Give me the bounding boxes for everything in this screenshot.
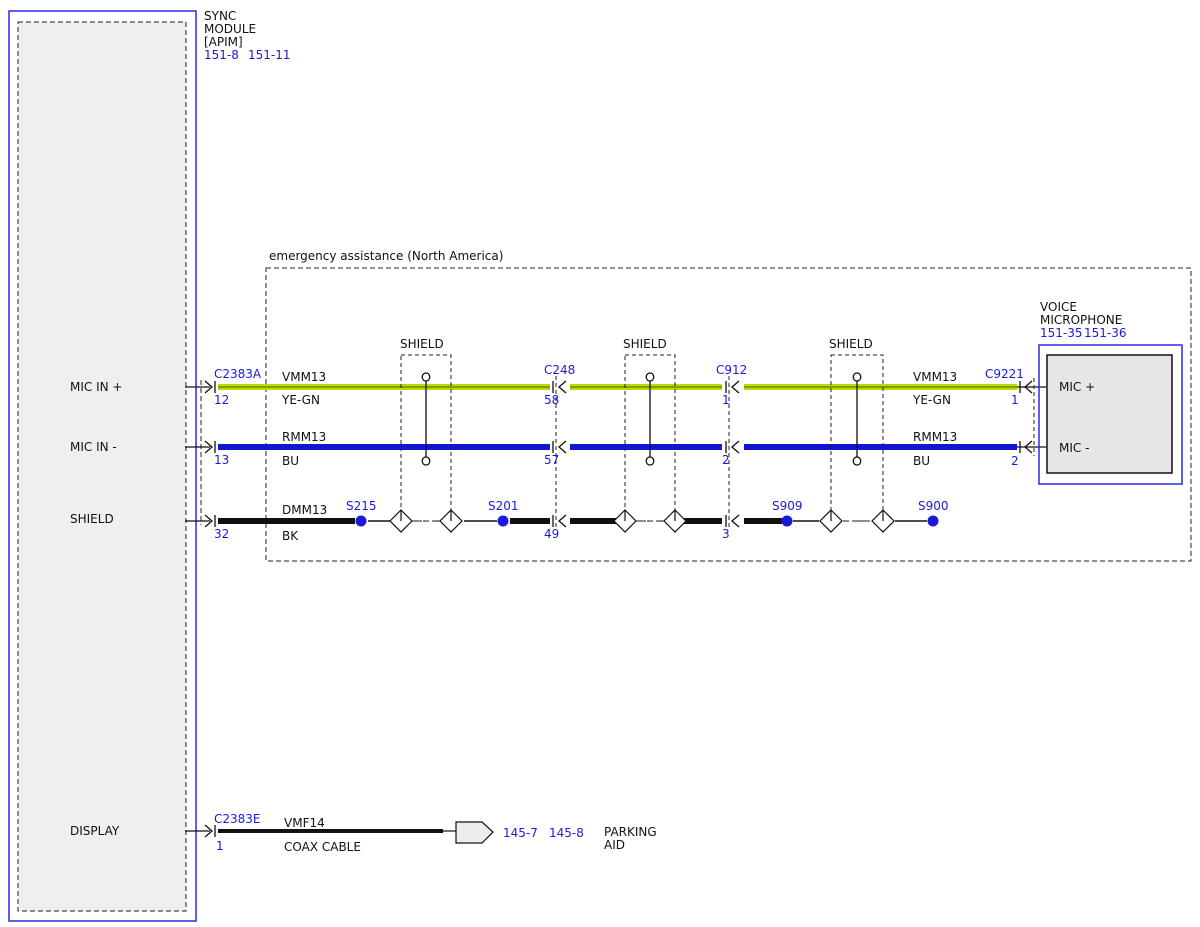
connector-c2383a-name: C2383A xyxy=(214,367,262,381)
mic-pin-label-pos: MIC + xyxy=(1059,380,1095,394)
connector-c2383a-pin-13: 13 xyxy=(214,453,229,467)
wire-label-dmm13-color: BK xyxy=(282,529,299,543)
splice-s215-dot xyxy=(355,515,367,527)
connector-c248-pin-58: 58 xyxy=(544,393,559,407)
shield-drain-terminals xyxy=(389,509,895,533)
pin-label-mic-in-pos: MIC IN + xyxy=(70,380,122,394)
voice-microphone-ref-1[interactable]: 151-35 xyxy=(1040,326,1083,340)
shield-2[interactable]: SHIELD xyxy=(623,337,676,522)
wire-label-rmm13-color: BU xyxy=(282,454,299,468)
splice-s900-label: S900 xyxy=(918,499,949,513)
splice-s201-dot xyxy=(497,515,509,527)
option-box: emergency assistance (North America) xyxy=(265,249,1192,562)
shield-1-label: SHIELD xyxy=(400,337,444,351)
connector-c2383e-name: C2383E xyxy=(214,812,261,826)
connector-c248-name: C248 xyxy=(544,363,575,377)
connector-c9221-arrows xyxy=(1019,380,1033,454)
connector-c2383a-pin-32: 32 xyxy=(214,527,229,541)
wire-label-vmf14-circuit: VMF14 xyxy=(284,816,325,830)
splice-s201-label: S201 xyxy=(488,499,519,513)
splice-s201[interactable]: S201 xyxy=(488,499,519,527)
connector-c2383e-pin-1: 1 xyxy=(216,839,224,853)
wire-label-vmm13-circuit-right: VMM13 xyxy=(913,370,957,384)
mic-pin-label-neg: MIC - xyxy=(1059,441,1089,455)
shield-1[interactable]: SHIELD xyxy=(400,337,452,522)
sync-module-ref-2[interactable]: 151-11 xyxy=(248,48,291,62)
connector-c2383a[interactable]: C2383A 12 13 32 xyxy=(214,367,262,541)
parking-aid-ref-1[interactable]: 145-7 xyxy=(503,826,538,840)
connector-c9221[interactable]: C9221 1 2 xyxy=(985,367,1024,468)
splice-s900-dot xyxy=(927,515,939,527)
shield-3[interactable]: SHIELD xyxy=(829,337,884,522)
connector-c248-pin-49: 49 xyxy=(544,527,559,541)
sync-module-title-line-2: MODULE xyxy=(204,22,256,36)
parking-aid-label-line-2: AID xyxy=(604,838,625,852)
wire-label-dmm13-circuit: DMM13 xyxy=(282,503,327,517)
connector-c2383a-pin-12: 12 xyxy=(214,393,229,407)
splice-s215[interactable]: S215 xyxy=(346,499,377,527)
pin-label-mic-in-neg: MIC IN - xyxy=(70,440,117,454)
shield-2-label: SHIELD xyxy=(623,337,667,351)
connector-c248-arrows xyxy=(552,380,567,528)
connector-c912-arrows xyxy=(725,380,740,528)
splice-s909-dot xyxy=(781,515,793,527)
wire-vmf14[interactable] xyxy=(185,829,456,833)
shield-3-label: SHIELD xyxy=(829,337,873,351)
connector-c2383e[interactable]: C2383E 1 xyxy=(214,812,261,853)
wire-vmm13[interactable] xyxy=(185,384,1046,390)
connector-dashed-housings xyxy=(555,376,1035,530)
voice-microphone-title-line-1: VOICE xyxy=(1040,300,1077,314)
connector-c2383e-arrow xyxy=(204,824,216,838)
sync-module: SYNC MODULE [APIM] 151-8 151-11 MIC IN +… xyxy=(8,9,291,922)
sync-module-ref-1[interactable]: 151-8 xyxy=(204,48,239,62)
parking-aid-label-line-1: PARKING xyxy=(604,825,657,839)
wire-label-rmm13-circuit-right: RMM13 xyxy=(913,430,957,444)
connector-c248-pin-57: 57 xyxy=(544,453,559,467)
sync-module-title-line-1: SYNC xyxy=(204,9,236,23)
pin-label-shield: SHIELD xyxy=(70,512,114,526)
pin-label-display: DISPLAY xyxy=(70,824,120,838)
option-box-label: emergency assistance (North America) xyxy=(269,249,503,263)
wire-dmm13[interactable] xyxy=(185,518,927,524)
voice-microphone-ref-2[interactable]: 151-36 xyxy=(1084,326,1127,340)
voice-microphone: VOICE MICROPHONE 151-35 151-36 MIC + MIC… xyxy=(1038,300,1183,485)
splice-s909-label: S909 xyxy=(772,499,803,513)
connector-c9221-name: C9221 xyxy=(985,367,1024,381)
wire-label-vmm13-circuit: VMM13 xyxy=(282,370,326,384)
wire-label-rmm13-color-right: BU xyxy=(913,454,930,468)
parking-aid-ref-2[interactable]: 145-8 xyxy=(549,826,584,840)
connector-c912-pin-2: 2 xyxy=(722,453,730,467)
sync-module-title-line-3: [APIM] xyxy=(204,35,243,49)
connector-c2383a-arrows xyxy=(204,380,216,528)
wire-label-vmf14-color: COAX CABLE xyxy=(284,840,361,854)
connector-c9221-pin-1: 1 xyxy=(1011,393,1019,407)
wire-label-vmm13-color: YE-GN xyxy=(281,393,320,407)
splice-s909[interactable]: S909 xyxy=(772,499,803,527)
splice-s215-label: S215 xyxy=(346,499,377,513)
voice-microphone-title-line-2: MICROPHONE xyxy=(1040,313,1122,327)
connector-c9221-pin-2: 2 xyxy=(1011,454,1019,468)
connector-c912-pin-1: 1 xyxy=(722,393,730,407)
connector-c912[interactable]: C912 1 2 3 xyxy=(716,363,747,541)
connector-c912-name: C912 xyxy=(716,363,747,377)
parking-aid-reference[interactable]: 145-7 145-8 PARKING AID xyxy=(455,821,657,852)
connector-c912-pin-3: 3 xyxy=(722,527,730,541)
connector-c248[interactable]: C248 58 57 49 xyxy=(544,363,575,541)
wire-label-rmm13-circuit: RMM13 xyxy=(282,430,326,444)
splice-s900[interactable]: S900 xyxy=(918,499,949,527)
wire-rmm13[interactable] xyxy=(185,444,1046,450)
off-page-arrow-icon xyxy=(455,821,494,844)
wire-label-vmm13-color-right: YE-GN xyxy=(912,393,951,407)
